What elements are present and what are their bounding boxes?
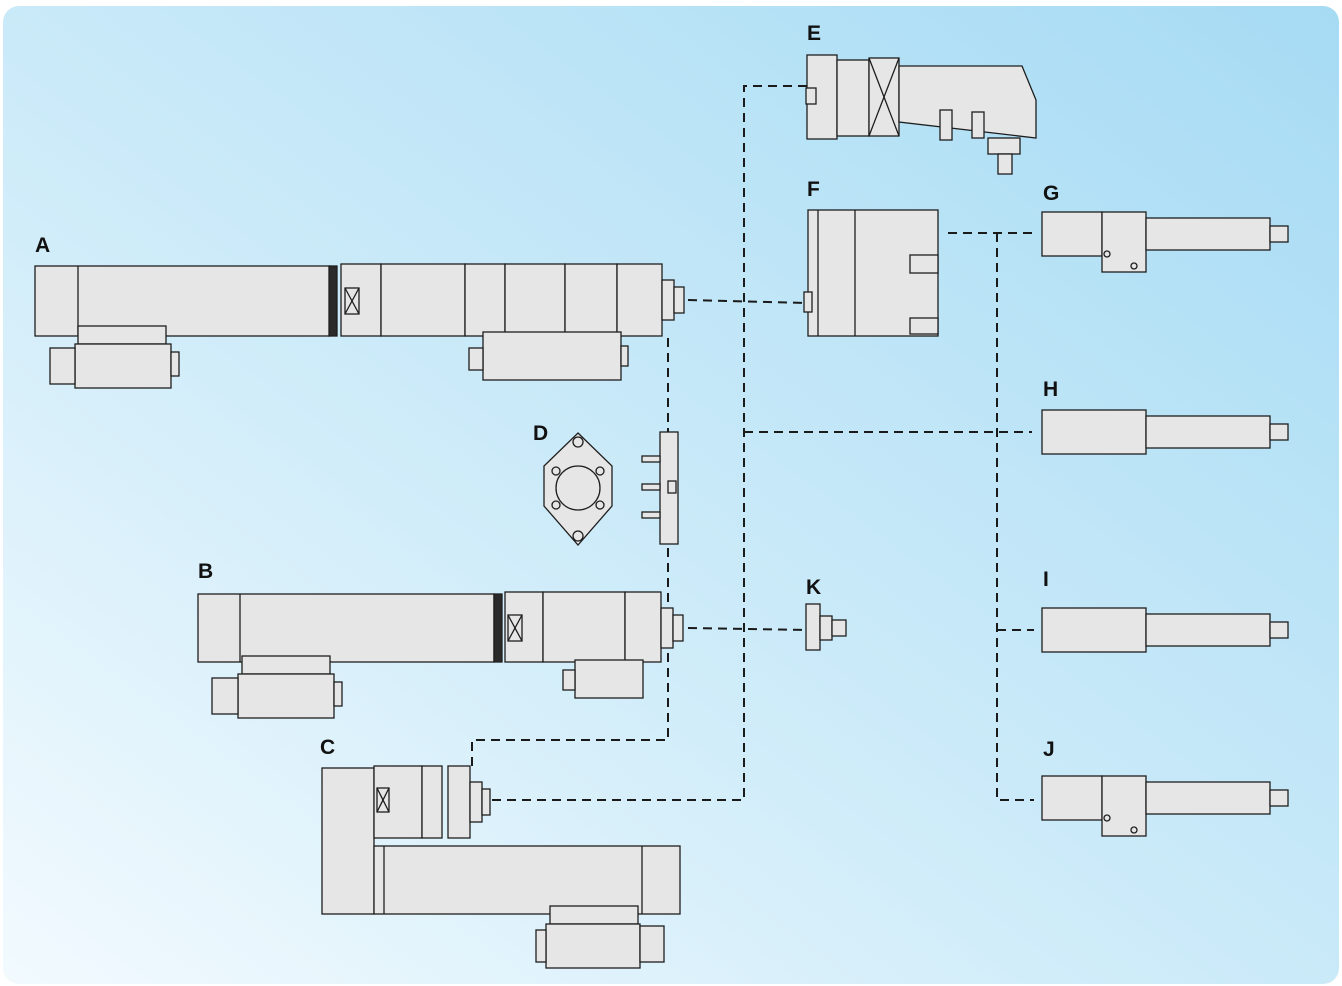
part-j-spindle [1041,775,1289,837]
label-h: H [1043,378,1058,401]
part-k-adapter [805,603,847,651]
label-k: K [806,576,821,599]
part-i-spindle [1041,607,1289,653]
part-e-angle-head [805,54,1037,175]
part-c-tool [321,765,681,969]
part-g-spindle [1041,211,1289,273]
part-d-flange [543,431,679,546]
label-b: B [198,560,213,583]
connector-branch-g-j [996,233,1034,801]
part-b-tool [197,591,684,719]
connector-trunk-e-c [490,85,807,801]
label-f: F [807,178,820,201]
label-j: J [1043,738,1055,761]
label-d: D [533,422,548,445]
label-g: G [1043,182,1059,205]
connector-b-k [687,627,807,631]
label-c: C [320,736,335,759]
label-a: A [35,234,50,257]
label-i: I [1043,568,1049,591]
connector-a-f [687,299,807,304]
part-f-offset-head [803,209,939,337]
label-e: E [807,22,821,45]
part-a-tool [34,263,685,389]
part-h-spindle [1041,409,1289,455]
